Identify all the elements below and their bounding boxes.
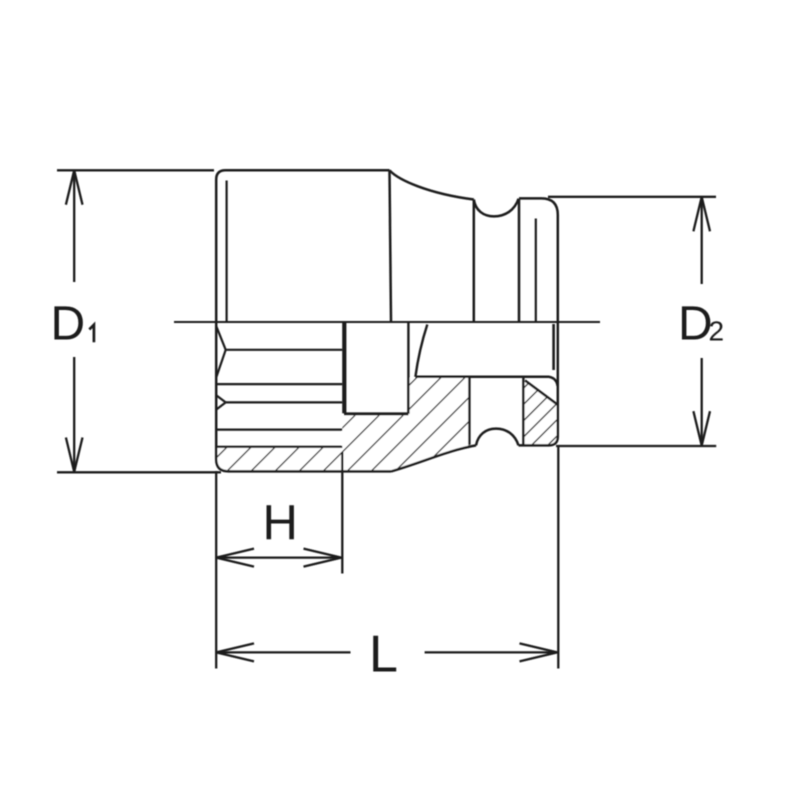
svg-text:H: H [263,496,298,550]
svg-text:2: 2 [709,316,725,347]
svg-text:L: L [369,626,398,684]
svg-text:D: D [678,298,713,351]
svg-text:D: D [51,298,86,351]
